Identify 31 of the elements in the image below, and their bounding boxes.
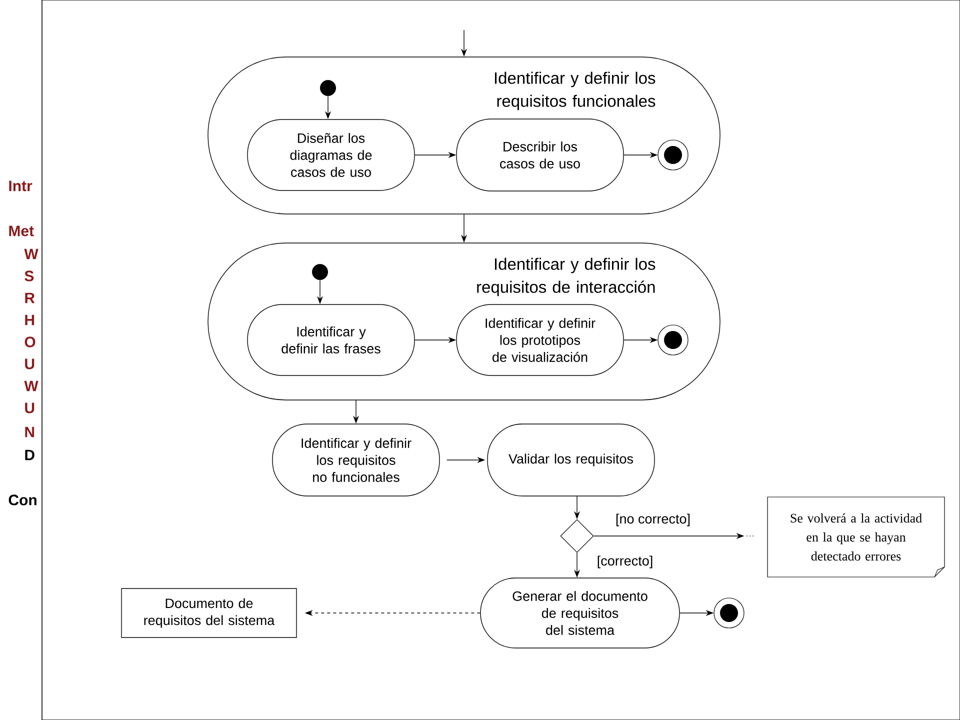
action-box: Identificar y definir los prototipos de visualización: [456, 304, 624, 376]
action-box: Validar los requisitos: [487, 424, 655, 496]
menu-item: W: [24, 380, 38, 392]
menu-item: N: [25, 426, 34, 438]
menu-item: R: [25, 292, 35, 304]
action-box: Diseñar los diagramas de casos de uso: [247, 119, 415, 191]
menu-item: Intr: [9, 180, 32, 192]
initial-node: [312, 264, 328, 280]
object-box: Documento de requisitos del sistema: [121, 588, 297, 638]
menu-item: H: [25, 314, 34, 326]
menu-item: U: [25, 358, 34, 370]
final-node: [714, 598, 744, 628]
menu-item: S: [24, 270, 34, 282]
menu-item: Con: [8, 494, 36, 506]
action-box: Identificar y definir los requisitos no funcionales: [272, 424, 440, 496]
final-node: [658, 324, 688, 356]
menu-item: Met: [9, 226, 34, 236]
final-node: [658, 140, 688, 170]
initial-node: [320, 80, 336, 96]
menu-item: D: [25, 450, 34, 460]
action-box: Describir los casos de uso: [456, 118, 624, 192]
note-box: Se volverá a la actividad en la que se hayan detectado errores: [767, 496, 945, 578]
menu-item: U: [25, 402, 34, 414]
ellipsis-text: ...: [746, 535, 754, 537]
action-box: Identificar y definir las frases: [247, 304, 415, 376]
guard-label: [correcto]: [596, 554, 654, 570]
decision-diamond: [560, 519, 594, 553]
menu-item: O: [24, 336, 36, 348]
action-box: Generar el documento de requisitos del sistema: [480, 578, 680, 648]
menu-item: W: [24, 248, 38, 260]
guard-label: [no correcto]: [614, 512, 692, 528]
